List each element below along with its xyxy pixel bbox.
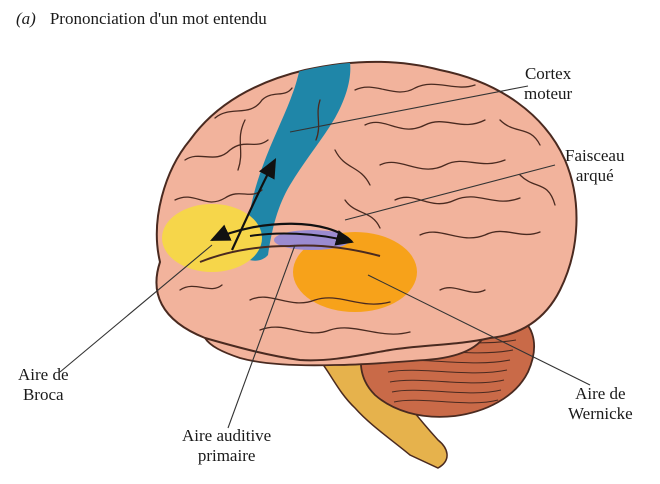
label-faisceau-line1: Faisceau [565, 146, 624, 166]
label-cortex-line2: moteur [524, 84, 572, 104]
label-aire-broca: Aire de Broca [18, 365, 69, 405]
label-faisceau-arque: Faisceau arqué [565, 146, 624, 186]
label-aire-auditive: Aire auditive primaire [182, 426, 271, 466]
label-wernicke-line2: Wernicke [568, 404, 633, 424]
label-cortex-moteur: Cortex moteur [524, 64, 572, 104]
label-auditive-line1: Aire auditive [182, 426, 271, 446]
label-aire-wernicke: Aire de Wernicke [568, 384, 633, 424]
label-cortex-line1: Cortex [524, 64, 572, 84]
label-auditive-line2: primaire [182, 446, 271, 466]
label-broca-line2: Broca [18, 385, 69, 405]
label-broca-line1: Aire de [18, 365, 69, 385]
label-wernicke-line1: Aire de [568, 384, 633, 404]
label-faisceau-line2: arqué [565, 166, 624, 186]
broca-area [162, 204, 262, 272]
